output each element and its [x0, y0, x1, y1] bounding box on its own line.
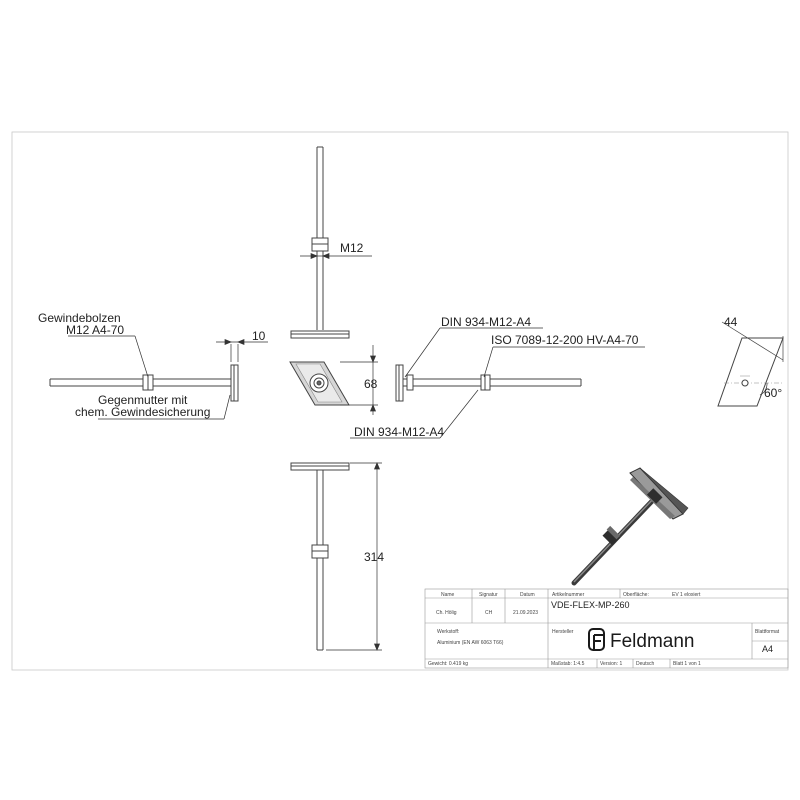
dim-m12-text: M12	[340, 241, 364, 255]
tb-header-signatur: Signatur	[479, 592, 498, 598]
tb-value-datum: 21.09.2023	[513, 610, 538, 616]
dim-68-text: 68	[364, 377, 378, 391]
tb-massstab: Maßstab: 1:4.5	[551, 661, 585, 667]
tb-blatt: Blatt 1 von 1	[673, 661, 701, 667]
dim-angle-text: 60°	[764, 386, 782, 400]
tb-value-name: Ch. Hölig	[436, 610, 457, 616]
right-view	[395, 364, 582, 402]
tb-artikelnummer-value: VDE-FLEX-MP-260	[551, 600, 630, 610]
tb-oberflaeche-value: EV 1 eloxiert	[672, 592, 701, 598]
tb-gewicht: Gewicht: 0.419 kg	[428, 661, 468, 667]
tb-werkstoff-value: Aluminium (EN AW 6063 T66)	[437, 640, 504, 646]
right-leaders	[350, 327, 645, 439]
gewindebolzen-label: Gewindebolzen	[38, 311, 121, 325]
tb-header-oberflaeche: Oberfläche:	[623, 592, 649, 598]
gewindebolzen-spec-label: M12 A4-70	[66, 323, 124, 337]
d314-dimension	[326, 462, 382, 651]
bottom-view	[290, 462, 350, 651]
tb-version: Version: 1	[600, 661, 622, 667]
tb-werkstoff-label: Werkstoff:	[437, 629, 459, 635]
title-block	[424, 588, 789, 669]
isometric-anchor-render	[571, 467, 689, 586]
brand-name: Feldmann	[610, 631, 695, 652]
tb-header-datum: Datum	[520, 592, 535, 598]
tb-hersteller-label: Hersteller	[552, 629, 574, 635]
left-view	[49, 364, 239, 402]
dim-10-text: 10	[252, 329, 266, 343]
tb-header-name: Name	[441, 592, 455, 598]
angle-view	[717, 321, 784, 407]
gegenmutter-label-line2: chem. Gewindesicherung	[75, 405, 210, 419]
gegenmutter-label-line1: Gegenmutter mit	[98, 393, 188, 407]
m12-dimension	[300, 252, 372, 260]
dim-44-text: 44	[724, 315, 738, 329]
gegenmutter-leader	[98, 394, 231, 420]
d68-dimension	[340, 345, 378, 415]
tb-header-artikelnummer: Artikelnummer	[552, 592, 585, 598]
din-bottom-label: DIN 934-M12-A4	[354, 425, 444, 439]
tb-blattformat-value: A4	[762, 644, 773, 654]
tb-blattformat-label: Blattformat	[755, 629, 780, 635]
din-top-label: DIN 934-M12-A4	[441, 315, 531, 329]
center-plate-view	[289, 361, 350, 406]
d10-dimension	[216, 338, 268, 362]
drawing-frame	[11, 131, 789, 671]
tb-value-signatur: CH	[485, 610, 493, 616]
top-view	[290, 146, 350, 339]
dim-314-text: 314	[364, 550, 384, 564]
feldmann-logo-icon	[588, 628, 605, 651]
gewindebolzen-leader	[68, 335, 149, 378]
tb-sprache: Deutsch	[636, 661, 655, 667]
iso-washer-label: ISO 7089-12-200 HV-A4-70	[491, 333, 639, 347]
